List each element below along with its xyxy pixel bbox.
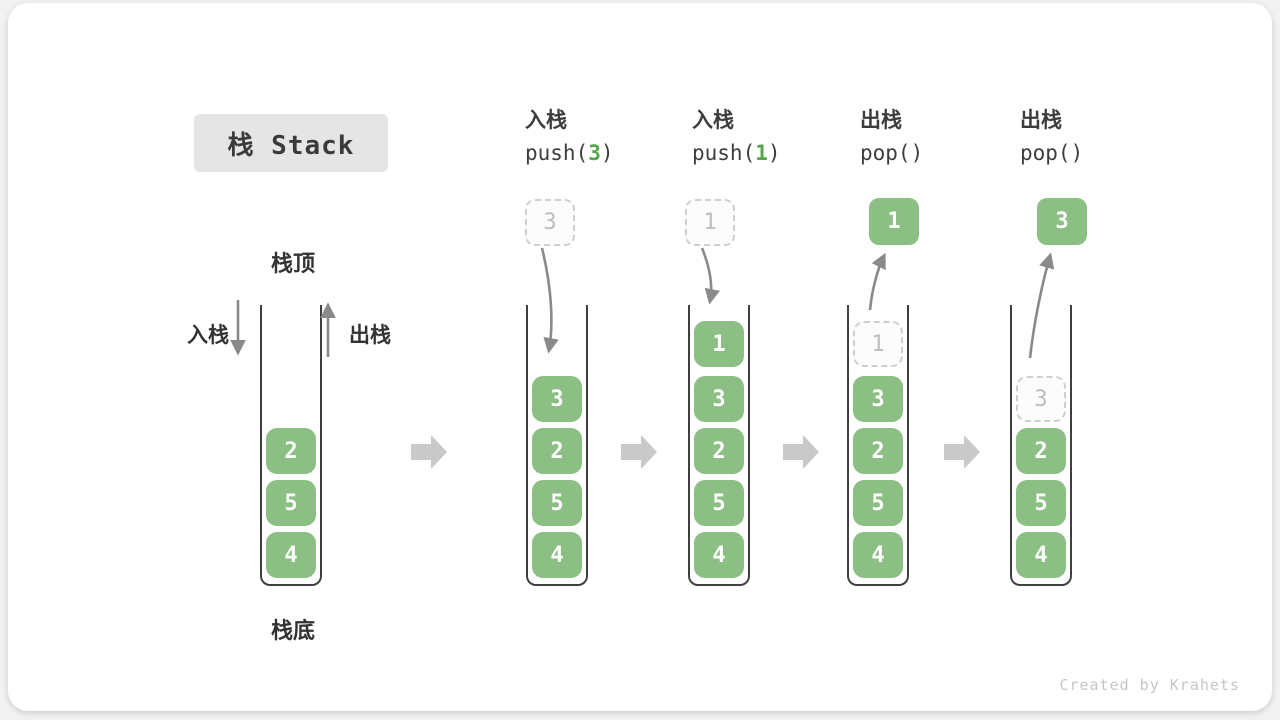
incoming-value-box: 1: [685, 199, 735, 246]
stack-cell: 5: [1016, 480, 1066, 526]
op-code: pop(): [860, 141, 924, 165]
stack-cell: 2: [1016, 428, 1066, 474]
stack-cell: 5: [853, 480, 903, 526]
stack-cell: 3: [853, 376, 903, 422]
stack-container-initial: 2 5 4: [260, 305, 322, 586]
stack-cell: 2: [266, 428, 316, 474]
stack-cell: 3: [694, 376, 744, 422]
op-name: 出栈: [1020, 109, 1062, 132]
stack-cell: 4: [853, 532, 903, 578]
stack-cell: 4: [694, 532, 744, 578]
stack-cell-removed: 1: [853, 321, 903, 367]
stack-cell: 2: [853, 428, 903, 474]
stack-cell: 5: [694, 480, 744, 526]
diagram-title: 栈 Stack: [194, 114, 388, 172]
step-arrow-icon: [783, 435, 819, 469]
stack-cell: 2: [694, 428, 744, 474]
popped-value-box: 3: [1037, 198, 1087, 245]
op-header-pop-1: 出栈 pop(): [860, 106, 1010, 170]
diagram-title-label: 栈 Stack: [227, 130, 355, 161]
step-arrow-icon: [944, 435, 980, 469]
stack-container-after-push-3: 3 2 5 4: [526, 305, 588, 586]
stack-cell: 5: [532, 480, 582, 526]
op-header-push-3: 入栈 push(3): [525, 106, 675, 170]
stack-cell: 3: [532, 376, 582, 422]
stack-cell-removed: 3: [1016, 376, 1066, 422]
stack-cell: 4: [266, 532, 316, 578]
op-name: 入栈: [692, 109, 734, 132]
push-direction-label: 入栈: [187, 324, 229, 347]
diagram-card: 栈 Stack 入栈 push(3) 入栈 push(1) 出栈 pop() 出…: [8, 3, 1272, 711]
stack-cell: 5: [266, 480, 316, 526]
stack-bottom-label: 栈底: [270, 618, 315, 643]
op-code: push(1): [692, 141, 781, 165]
op-name: 出栈: [860, 109, 902, 132]
op-code: push(3): [525, 141, 614, 165]
incoming-value-box: 3: [525, 199, 575, 246]
stack-cell: 4: [532, 532, 582, 578]
stack-container-after-pop-1: 1 3 2 5 4: [847, 305, 909, 586]
op-header-pop-2: 出栈 pop(): [1020, 106, 1170, 170]
step-arrow-icon: [411, 435, 447, 469]
popped-value-box: 1: [869, 198, 919, 245]
stack-cell: 4: [1016, 532, 1066, 578]
op-code-arg: 3: [588, 141, 601, 165]
stack-container-after-pop-2: 3 2 5 4: [1010, 305, 1072, 586]
stack-cell: 2: [532, 428, 582, 474]
pop-direction-label: 出栈: [349, 324, 391, 347]
op-header-push-1: 入栈 push(1): [692, 106, 842, 170]
watermark: Created by Krahets: [1059, 676, 1240, 694]
step-arrow-icon: [621, 435, 657, 469]
stack-container-after-push-1: 1 3 2 5 4: [688, 305, 750, 586]
stack-top-label: 栈顶: [270, 251, 315, 276]
op-name: 入栈: [525, 109, 567, 132]
stack-cell: 1: [694, 321, 744, 367]
op-code: pop(): [1020, 141, 1084, 165]
op-code-arg: 1: [755, 141, 768, 165]
